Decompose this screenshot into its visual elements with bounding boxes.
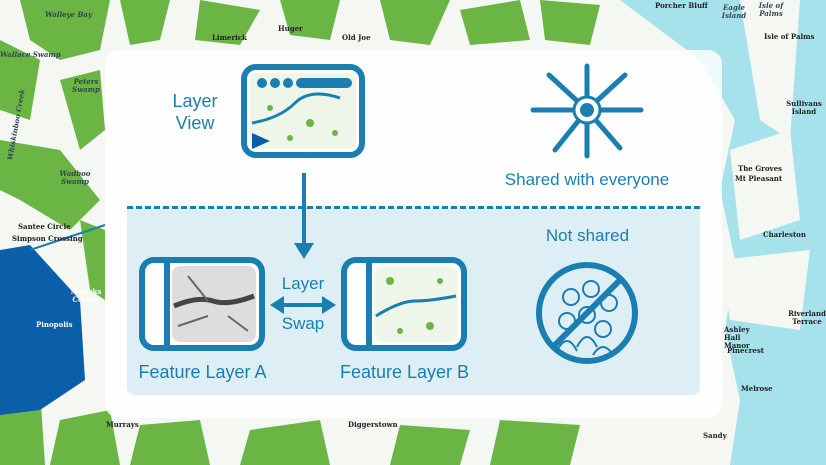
lake-moultrie [0,245,85,415]
feature-layer-b-label: Feature Layer B [339,362,470,382]
swap-label-line1: Layer [281,274,325,293]
map-label: Riverland Terrace [788,309,826,326]
feature-layer-a-icon[interactable] [138,256,266,352]
map-label: Sandy [703,431,727,440]
map-label: Peters Swamp [72,77,100,94]
map-label: Pinecrest [727,346,765,355]
map-label: Wadboo Swamp [59,169,91,186]
map-label: Mt Pleasant [735,174,783,183]
map-label: Murrays [106,420,139,429]
layer-view-line2: View [175,113,215,133]
layer-view-icon [241,64,365,158]
map-label: Ashley Hall Manor [724,325,750,350]
feature-layer-a-label: Feature Layer A [138,362,267,382]
shared-tools-icon [530,63,644,159]
layer-view-label: Layer View [160,90,230,134]
map-label: Pinopolis [36,320,73,329]
map-label: The Groves [738,164,782,173]
sharing-divider [127,206,700,209]
map-label: Santee Circle [18,222,71,231]
map-label: Eagle Island [721,3,747,20]
map-label: Limerick [212,33,247,42]
swap-label-line2: Swap [281,314,325,333]
layer-view-line1: Layer [172,91,218,111]
feature-layer-b-icon[interactable] [340,256,468,352]
map-label: Porcher Bluff [655,1,708,10]
map-label: Isle of Palms [758,1,784,18]
map-label: Wallace Swamp [0,50,61,59]
swap-arrow-icon [270,296,336,314]
map-label: Huger [278,24,303,33]
not-shared-label: Not shared [545,226,630,245]
map-label: Isle of Palms [764,32,815,41]
map-label: Charleston [763,230,806,239]
map-label: Walleye Bay [45,10,93,19]
map-label: Old Joe [342,33,371,42]
map-label: Moncks Corner [70,287,102,304]
not-shared-prohibited-group-icon [536,262,638,364]
map-label: Sullivans Island [786,99,822,116]
map-label: Simpson Crossing [12,234,83,243]
shared-with-everyone-label: Shared with everyone [504,170,670,189]
down-arrow-icon [294,173,314,259]
map-label: Diggerstown [348,420,398,429]
map-label: Melrose [741,384,773,393]
